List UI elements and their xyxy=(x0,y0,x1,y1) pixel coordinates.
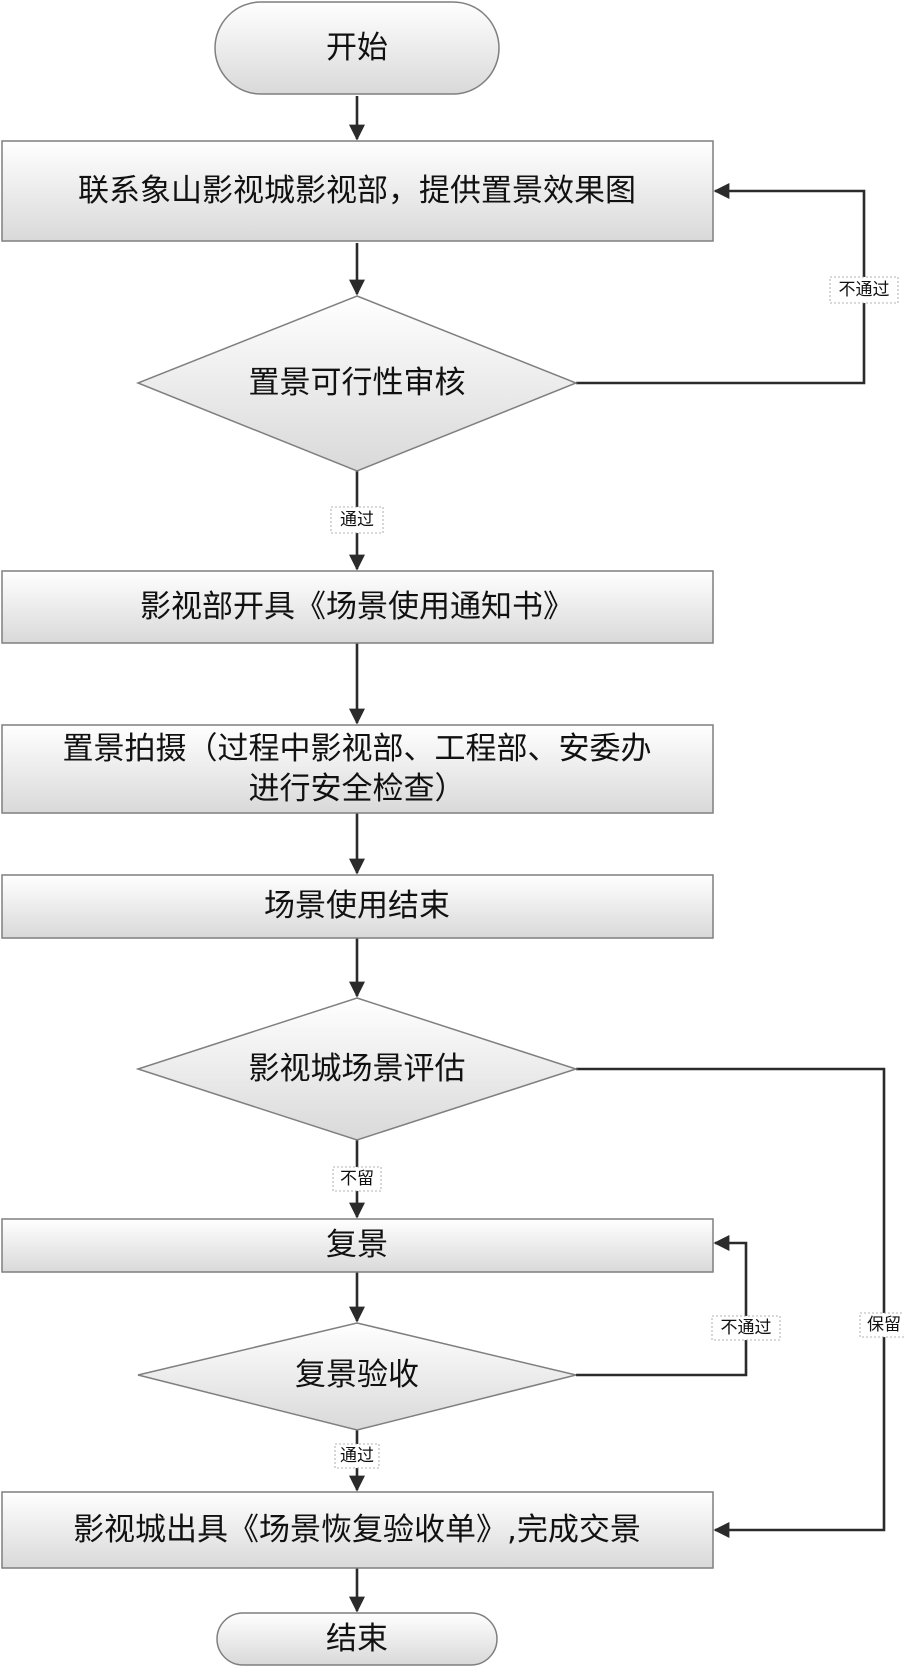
edge-label-review-fail: 不通过 xyxy=(829,276,899,304)
edge-check-fail-loop xyxy=(576,1235,748,1377)
svg-text:场景使用结束: 场景使用结束 xyxy=(264,888,450,924)
svg-text:结束: 结束 xyxy=(326,1621,388,1657)
edge-labels: 不通过 通过 不留 保留 不通过 通过 xyxy=(330,276,904,1469)
node-feasibility-review: 置景可行性审核 xyxy=(135,295,579,472)
svg-text:不留: 不留 xyxy=(340,1169,374,1189)
edge-label-eval-keep: 保留 xyxy=(859,1312,904,1338)
svg-text:开始: 开始 xyxy=(326,30,388,66)
svg-text:不通过: 不通过 xyxy=(839,280,890,300)
svg-text:通过: 通过 xyxy=(340,510,374,530)
node-scene-end: 场景使用结束 xyxy=(1,874,714,939)
edge-label-review-pass: 通过 xyxy=(330,506,384,534)
svg-text:置景可行性审核: 置景可行性审核 xyxy=(249,365,466,401)
node-contact: 联系象山影视城影视部，提供置景效果图 xyxy=(1,140,714,242)
connectors xyxy=(349,96,886,1613)
svg-text:联系象山影视城影视部，提供置景效果图: 联系象山影视城影视部，提供置景效果图 xyxy=(78,173,636,209)
svg-text:通过: 通过 xyxy=(340,1446,374,1466)
node-start: 开始 xyxy=(214,1,500,95)
svg-text:影视城场景评估: 影视城场景评估 xyxy=(249,1051,466,1087)
svg-text:进行安全检查）: 进行安全检查） xyxy=(249,771,466,807)
svg-text:不通过: 不通过 xyxy=(721,1318,772,1338)
node-end: 结束 xyxy=(216,1612,498,1666)
edge-label-check-fail: 不通过 xyxy=(711,1315,781,1341)
node-notice: 影视部开具《场景使用通知书》 xyxy=(1,570,714,644)
node-restore: 复景 xyxy=(1,1218,714,1273)
svg-text:影视部开具《场景使用通知书》: 影视部开具《场景使用通知书》 xyxy=(140,589,574,625)
svg-text:复景: 复景 xyxy=(326,1227,388,1263)
svg-text:影视城出具《场景恢复验收单》,完成交景: 影视城出具《场景恢复验收单》,完成交景 xyxy=(73,1512,641,1548)
node-handover: 影视城出具《场景恢复验收单》,完成交景 xyxy=(1,1491,714,1569)
edge-label-check-pass: 通过 xyxy=(334,1443,380,1469)
edge-evaluation-keep xyxy=(576,1067,886,1538)
svg-text:保留: 保留 xyxy=(867,1315,901,1335)
node-restore-check: 复景验收 xyxy=(137,1322,577,1431)
edge-label-eval-not-keep: 不留 xyxy=(332,1166,382,1192)
node-shooting: 置景拍摄（过程中影视部、工程部、安委办 进行安全检查） xyxy=(1,724,714,814)
svg-text:复景验收: 复景验收 xyxy=(295,1357,419,1393)
svg-text:置景拍摄（过程中影视部、工程部、安委办: 置景拍摄（过程中影视部、工程部、安委办 xyxy=(63,731,652,767)
node-evaluation: 影视城场景评估 xyxy=(135,997,579,1141)
